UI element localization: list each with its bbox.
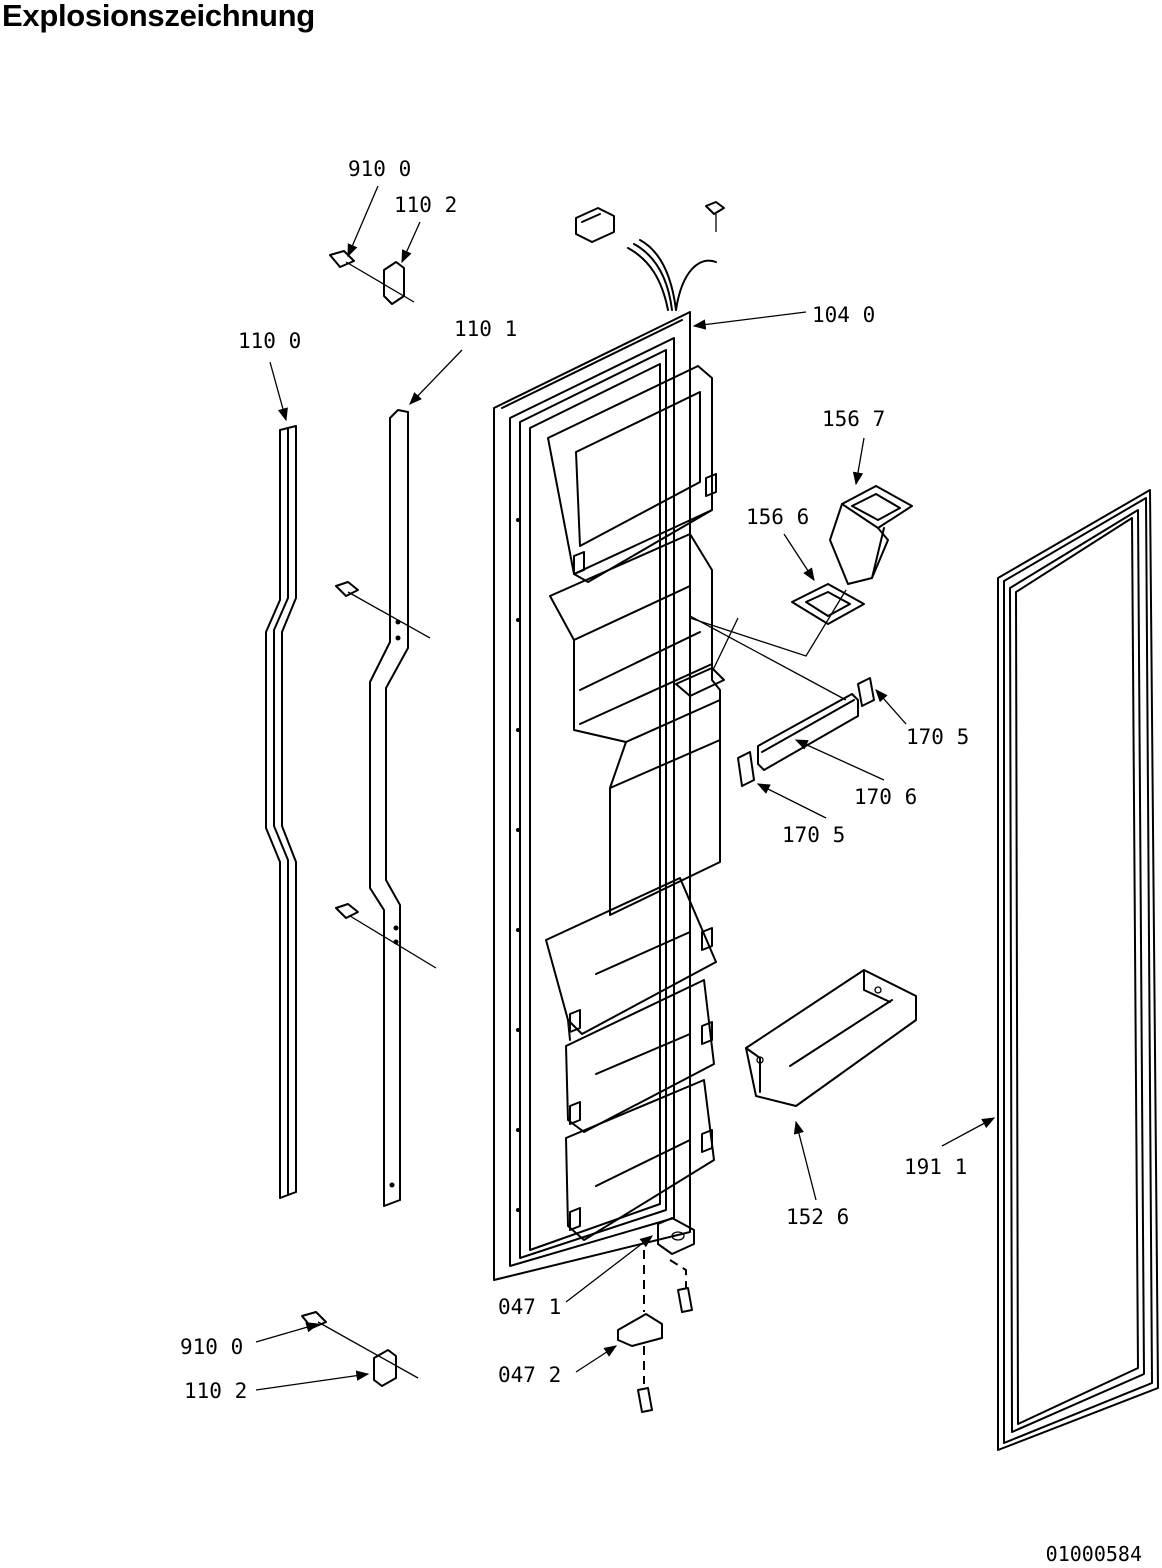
callout-170-5-a: 170 5 — [906, 725, 969, 749]
callout-047-2: 047 2 — [498, 1363, 561, 1387]
hinge-screws — [637, 1250, 693, 1413]
wiring-harness — [575, 201, 725, 311]
door-handle-bar — [369, 409, 409, 1207]
callout-110-2-bottom: 110 2 — [184, 1379, 247, 1403]
callout-156-6: 156 6 — [746, 505, 809, 529]
hinge-cover-top — [329, 250, 415, 305]
callout-191-1: 191 1 — [904, 1155, 967, 1179]
chute-seal-ring — [689, 583, 865, 673]
ice-chute — [829, 485, 913, 585]
rail-end-clip-right — [857, 677, 875, 707]
page-title: Explosionszeichnung — [2, 0, 315, 33]
upper-door-shelf — [547, 365, 717, 583]
trim-strip-left — [265, 425, 297, 1199]
handle-screw-lower — [335, 903, 437, 969]
middle-door-bin — [545, 877, 717, 1041]
callout-110-2-top: 110 2 — [394, 193, 457, 217]
callout-110-0: 110 0 — [238, 329, 301, 353]
handle-screw-upper — [335, 581, 431, 639]
callout-152-6: 152 6 — [786, 1205, 849, 1229]
callout-156-7: 156 7 — [822, 407, 885, 431]
hinge-bracket — [617, 1313, 663, 1347]
lower-door-bin-1 — [565, 979, 715, 1133]
leader-lines — [255, 185, 996, 1391]
callout-170-5-b: 170 5 — [782, 823, 845, 847]
door-gasket — [997, 489, 1159, 1451]
dispenser-rail — [689, 615, 859, 771]
hinge-bushing — [657, 1217, 695, 1255]
freezer-door — [493, 311, 691, 1281]
callout-910-0-bottom: 910 0 — [180, 1335, 243, 1359]
document-id: 01000584 — [1045, 1542, 1142, 1566]
callout-047-1: 047 1 — [498, 1295, 561, 1319]
callout-104-0: 104 0 — [812, 303, 875, 327]
dispenser-housing — [549, 533, 725, 916]
callout-110-1: 110 1 — [454, 317, 517, 341]
lower-door-bin-2 — [565, 1079, 715, 1241]
door-bin — [745, 969, 917, 1107]
callout-170-6: 170 6 — [854, 785, 917, 809]
callout-910-0-top: 910 0 — [348, 157, 411, 181]
rail-end-clip-left — [737, 751, 755, 787]
